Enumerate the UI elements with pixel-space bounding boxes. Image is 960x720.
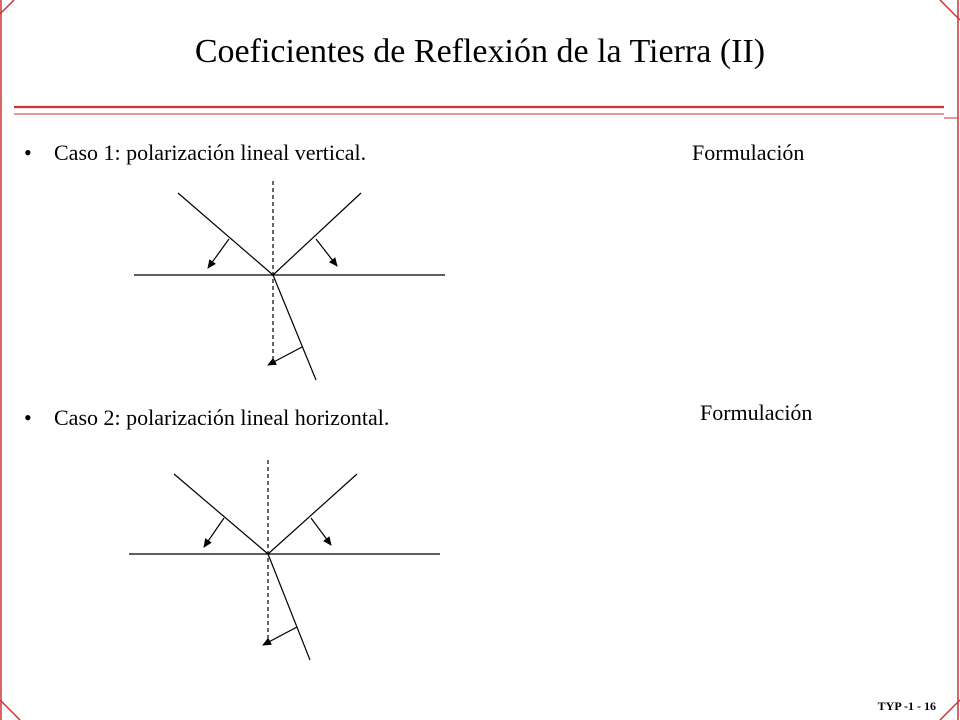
- reflected-ray: [272, 192, 362, 276]
- bullet-caso-1: • Caso 1: polarización lineal vertical.: [24, 139, 366, 167]
- bullet-marker: •: [24, 405, 32, 430]
- reflected-ray: [267, 473, 358, 555]
- bullet-caso-2: • Caso 2: polarización lineal horizontal.: [24, 404, 389, 432]
- incident-field-arrow: [207, 238, 230, 269]
- reflected-field-arrow: [315, 238, 338, 267]
- bullet-text: Caso 2: polarización lineal horizontal.: [54, 405, 390, 430]
- slide-number: TYP -1 - 16: [877, 699, 936, 713]
- transmitted-field-arrow: [262, 626, 298, 646]
- transmitted-ray: [267, 553, 311, 661]
- transmitted-ray: [272, 274, 317, 381]
- bullet-marker: •: [24, 140, 32, 165]
- transmitted-field-arrow: [267, 346, 303, 366]
- reflected-field-arrow: [310, 517, 332, 546]
- incident-ray: [177, 192, 274, 276]
- slide-title: Coeficientes de Reflexión de la Tierra (…: [194, 33, 766, 70]
- incident-field-arrow: [203, 517, 225, 548]
- incident-ray: [173, 473, 269, 555]
- bullet-text: Caso 1: polarización lineal vertical.: [54, 140, 367, 165]
- formulacion-label-1: Formulación: [692, 140, 805, 165]
- formulacion-label-2: Formulación: [700, 400, 813, 425]
